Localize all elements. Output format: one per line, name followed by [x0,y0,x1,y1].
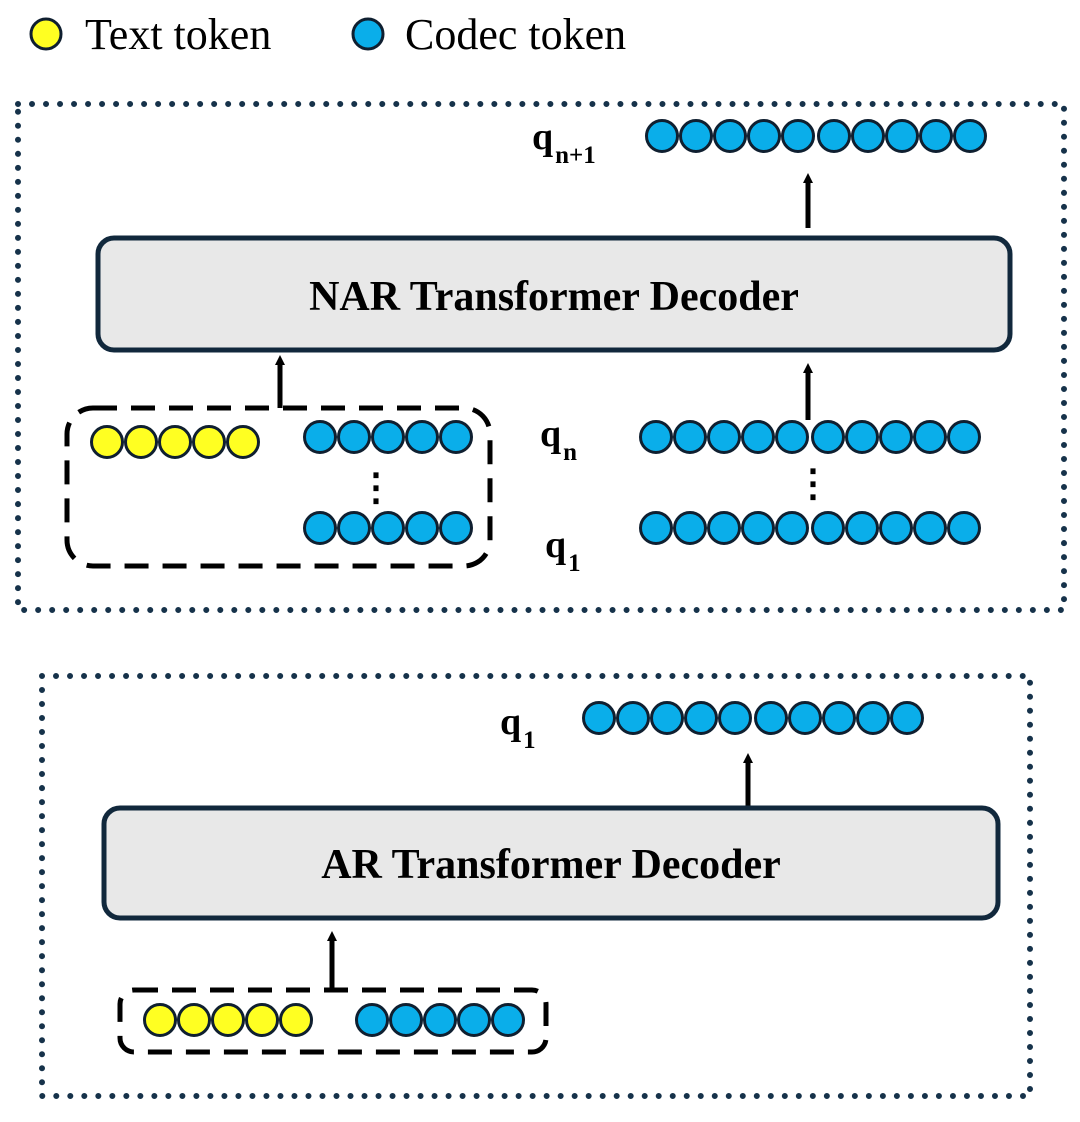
codec-token [879,420,913,454]
text-token [158,425,192,459]
codec-token [913,420,947,454]
codec-token [811,420,845,454]
codec-token [856,701,890,735]
codec-token [817,119,851,153]
codec-token [439,511,473,545]
codec-token [423,1003,457,1037]
codec-token [747,119,781,153]
codec-token [851,119,885,153]
codec-token [707,511,741,545]
text-token [245,1003,279,1037]
codec-token [947,420,981,454]
ar-decoder-box [101,805,1001,921]
codec-token [845,420,879,454]
codec-token [303,420,337,454]
codec-token [371,420,405,454]
nar-input-vertical-ellipsis: ⋮ [794,463,832,505]
codec-token [389,1003,423,1037]
codec-token [650,701,684,735]
codec-token [947,511,981,545]
codec-token [788,701,822,735]
codec-token [713,119,747,153]
codec-token [491,1003,525,1037]
text-token-legend-label: Text token [85,10,271,59]
codec-token [639,511,673,545]
text-token [90,425,124,459]
codec-token [439,420,473,454]
codec-token [303,511,337,545]
codec-token [355,1003,389,1037]
codec-token [582,701,616,735]
text-token [279,1003,313,1037]
nar-prompt-codec-tokens-bottom [303,511,473,545]
codec-token [741,420,775,454]
text-token-legend-icon [29,17,63,51]
ar-prompt-text-tokens [143,1003,313,1037]
text-token [177,1003,211,1037]
codec-token [741,511,775,545]
nar-dotted-border [15,101,1067,613]
legend: Text token Codec token [29,10,626,59]
codec-token-legend-label: Codec token [405,10,626,59]
nar-output-tokens [645,119,987,153]
codec-token [616,701,650,735]
codec-token [754,701,788,735]
nar-prompt-dashed-box [64,405,493,569]
codec-token [405,420,439,454]
ar-decoder-label: AR Transformer Decoder [321,842,781,888]
nar-output-label: qn+1 [532,116,596,169]
codec-token-legend-icon [351,17,385,51]
ar-prompt-codec-tokens [355,1003,525,1037]
text-token [124,425,158,459]
codec-token [673,511,707,545]
codec-token [775,511,809,545]
text-token [226,425,260,459]
nar-input-tokens-top [639,420,981,454]
codec-token [718,701,752,735]
codec-token [879,511,913,545]
nar-decoder-box [95,235,1013,353]
codec-token [811,511,845,545]
codec-token [679,119,713,153]
codec-token [707,420,741,454]
codec-token [885,119,919,153]
nar-section: qn+1 NAR Transformer Decoder ⋮ qn q1 ⋮ [15,101,1067,613]
codec-token [457,1003,491,1037]
codec-token [337,511,371,545]
codec-token [645,119,679,153]
nar-input-tokens-bottom [639,511,981,545]
codec-token [822,701,856,735]
nar-prompt-vertical-ellipsis: ⋮ [357,467,395,509]
nar-decoder-label: NAR Transformer Decoder [309,274,799,320]
text-token [143,1003,177,1037]
codec-token [953,119,987,153]
text-token [192,425,226,459]
codec-token [371,511,405,545]
nar-input-top-label: qn [540,413,577,466]
codec-token [639,420,673,454]
ar-prompt-dashed-box [117,987,549,1055]
ar-output-tokens [582,701,924,735]
codec-token [845,511,879,545]
codec-token [890,701,924,735]
text-token [211,1003,245,1037]
codec-token [337,420,371,454]
codec-token [919,119,953,153]
ar-dotted-border [39,673,1033,1099]
codec-token [781,119,815,153]
codec-token [405,511,439,545]
codec-token [673,420,707,454]
codec-token [775,420,809,454]
codec-token [913,511,947,545]
ar-output-label: q1 [500,701,536,754]
nar-input-bottom-label: q1 [545,524,581,577]
codec-token [684,701,718,735]
nar-prompt-codec-tokens-top [303,420,473,454]
nar-prompt-text-tokens [90,425,260,459]
ar-section: q1 AR Transformer Decoder [39,673,1033,1099]
